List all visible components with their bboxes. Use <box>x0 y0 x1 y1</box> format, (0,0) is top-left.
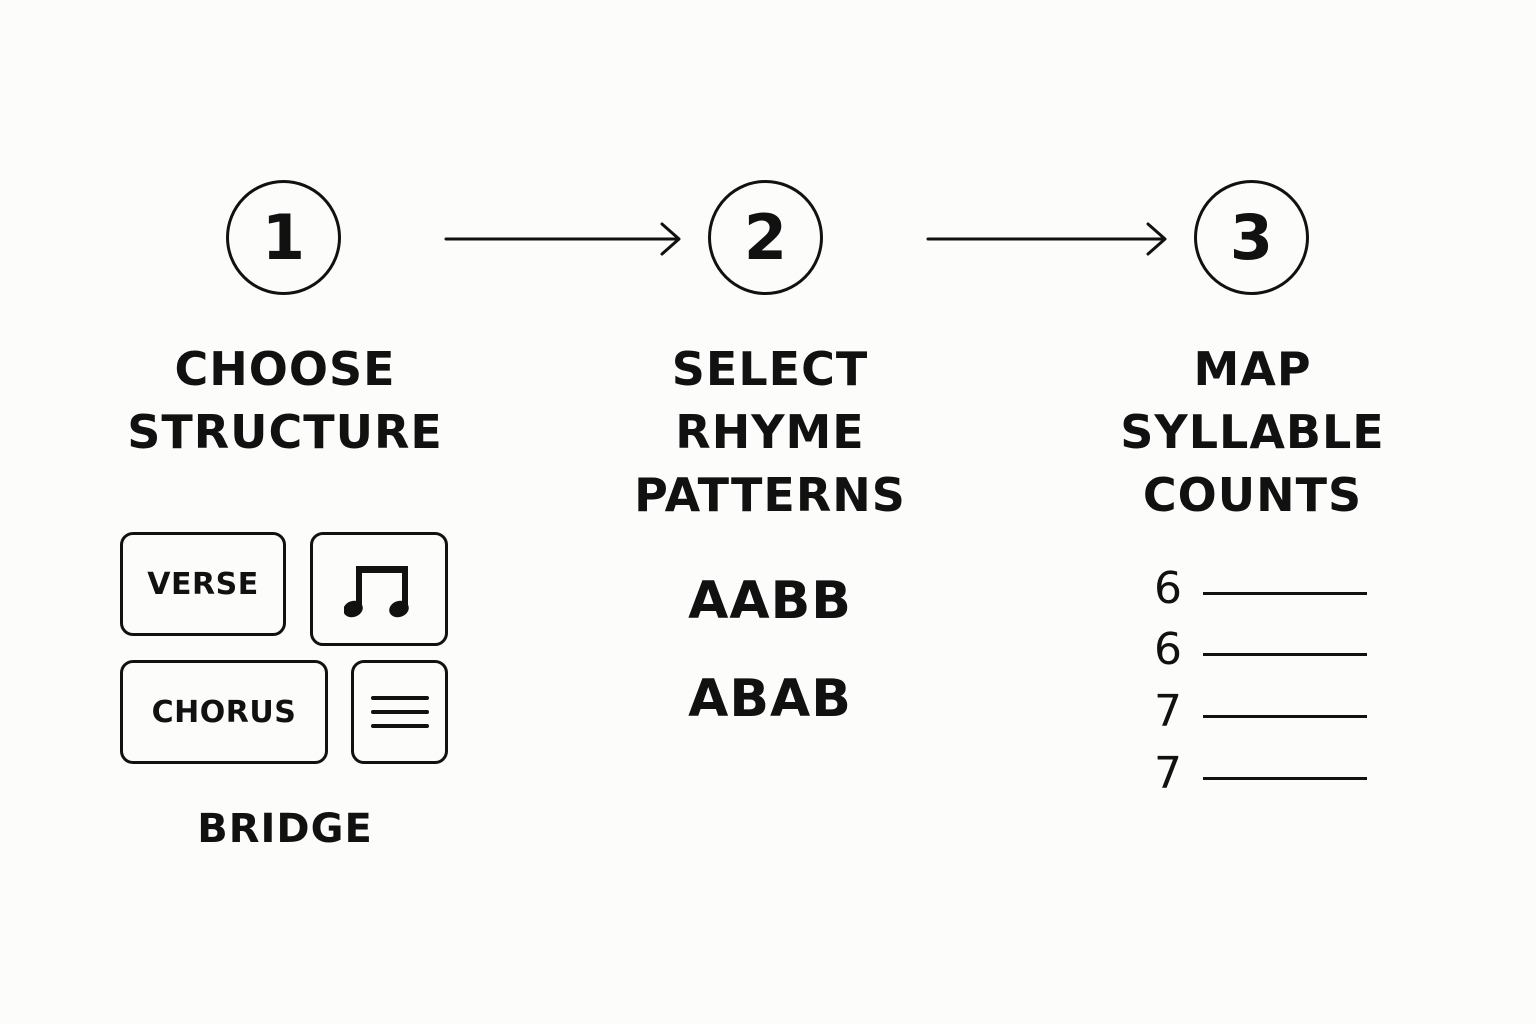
step-2-circle: 2 <box>708 180 823 295</box>
step-2-title-line: SELECT <box>671 342 869 396</box>
chorus-label: CHORUS <box>151 694 297 730</box>
rhyme-pattern: ABAB <box>688 669 852 729</box>
step-1-number: 1 <box>261 200 306 274</box>
step-1-title-line: STRUCTURE <box>127 405 443 459</box>
step-2-number: 2 <box>743 200 788 274</box>
syllable-row: 6 <box>1151 625 1371 675</box>
step-2-title: SELECT RHYME PATTERNS <box>600 338 940 527</box>
step-3-number: 3 <box>1229 200 1274 274</box>
step-3-title-line: MAP <box>1193 342 1312 396</box>
syllable-row: 7 <box>1151 749 1371 799</box>
music-tile <box>310 532 448 646</box>
chorus-tile: CHORUS <box>120 660 328 764</box>
verse-label: VERSE <box>147 566 259 602</box>
lines-tile <box>351 660 448 764</box>
bridge-label: BRIDGE <box>197 806 373 852</box>
step-1-circle: 1 <box>226 180 341 295</box>
arrow-right-icon <box>444 222 681 256</box>
lyric-line <box>1203 592 1367 595</box>
syllable-count: 6 <box>1154 563 1182 614</box>
step-3-title-line: COUNTS <box>1142 468 1363 522</box>
step-3-title-line: SYLLABLE <box>1120 405 1385 459</box>
step-2-title-line: RHYME <box>675 405 865 459</box>
syllable-row: 6 <box>1151 564 1371 614</box>
music-notes-icon <box>344 566 409 618</box>
syllable-count: 6 <box>1154 624 1182 675</box>
lyric-line <box>1203 715 1367 718</box>
step-1-title-line: CHOOSE <box>174 342 396 396</box>
lyric-line <box>1203 777 1367 780</box>
syllable-count: 7 <box>1154 686 1182 737</box>
rhyme-pattern: AABB <box>688 571 852 631</box>
lines-icon <box>370 696 429 728</box>
arrow-right-icon <box>926 222 1167 256</box>
step-3-circle: 3 <box>1194 180 1309 295</box>
verse-tile: VERSE <box>120 532 286 636</box>
syllable-row: 7 <box>1151 687 1371 737</box>
syllable-count: 7 <box>1154 748 1182 799</box>
lyric-line <box>1203 653 1367 656</box>
step-3-title: MAP SYLLABLE COUNTS <box>1080 338 1425 527</box>
step-2-title-line: PATTERNS <box>634 468 906 522</box>
step-1-title: CHOOSE STRUCTURE <box>110 338 460 464</box>
